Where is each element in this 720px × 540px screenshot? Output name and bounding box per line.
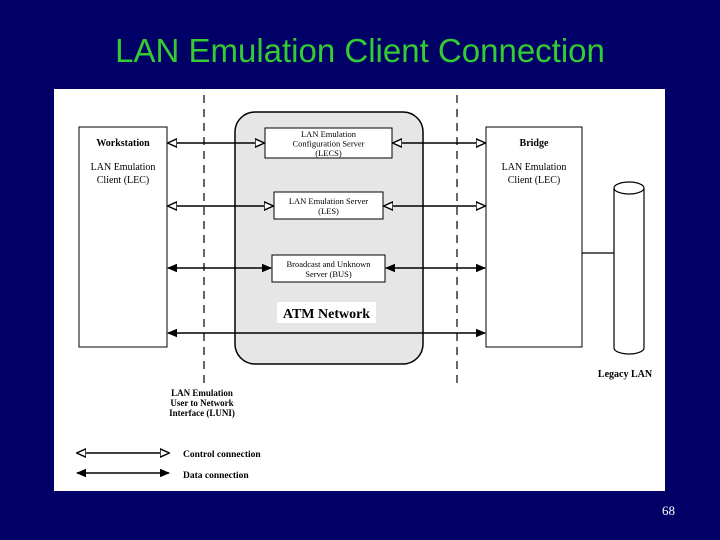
atm-network-label: ATM Network — [283, 307, 370, 322]
bus-line2: Server (BUS) — [305, 269, 352, 279]
les-line1: LAN Emulation Server — [289, 196, 368, 206]
legend-control-label: Control connection — [183, 450, 261, 460]
bridge-lec-line2: Client (LEC) — [508, 175, 561, 186]
bus-line1: Broadcast and Unknown — [286, 259, 371, 269]
luni-line3: Interface (LUNI) — [169, 408, 235, 418]
diagram-panel: Workstation LAN Emulation Client (LEC) B… — [54, 89, 665, 491]
luni-line2: User to Network — [170, 398, 233, 408]
les-box — [273, 191, 384, 220]
workstation-title: Workstation — [96, 138, 150, 149]
lecs-line2: Configuration Server — [293, 139, 365, 149]
workstation-box — [78, 126, 168, 348]
lecs-box — [264, 127, 393, 159]
workstation-lec-line1: LAN Emulation — [91, 162, 156, 173]
bridge-box — [485, 126, 583, 348]
page-number: 68 — [662, 503, 675, 518]
lan-emulation-diagram: Workstation LAN Emulation Client (LEC) B… — [76, 95, 653, 481]
luni-line1: LAN Emulation — [171, 388, 233, 398]
atm-network-region — [234, 111, 424, 365]
lecs-line3: (LECS) — [315, 148, 342, 158]
slide-title: LAN Emulation Client Connection — [115, 32, 605, 69]
bridge-lec-line1: LAN Emulation — [502, 162, 567, 173]
legacy-lan-label: Legacy LAN — [598, 369, 653, 380]
legend-data-label: Data connection — [183, 471, 249, 481]
bus-box — [271, 254, 386, 283]
les-line2: (LES) — [318, 206, 339, 216]
bridge-title: Bridge — [520, 138, 549, 149]
lecs-line1: LAN Emulation — [301, 129, 357, 139]
workstation-lec-line2: Client (LEC) — [97, 175, 150, 186]
legacy-lan-cylinder — [613, 181, 645, 355]
atm-network-label-bg — [277, 302, 376, 323]
